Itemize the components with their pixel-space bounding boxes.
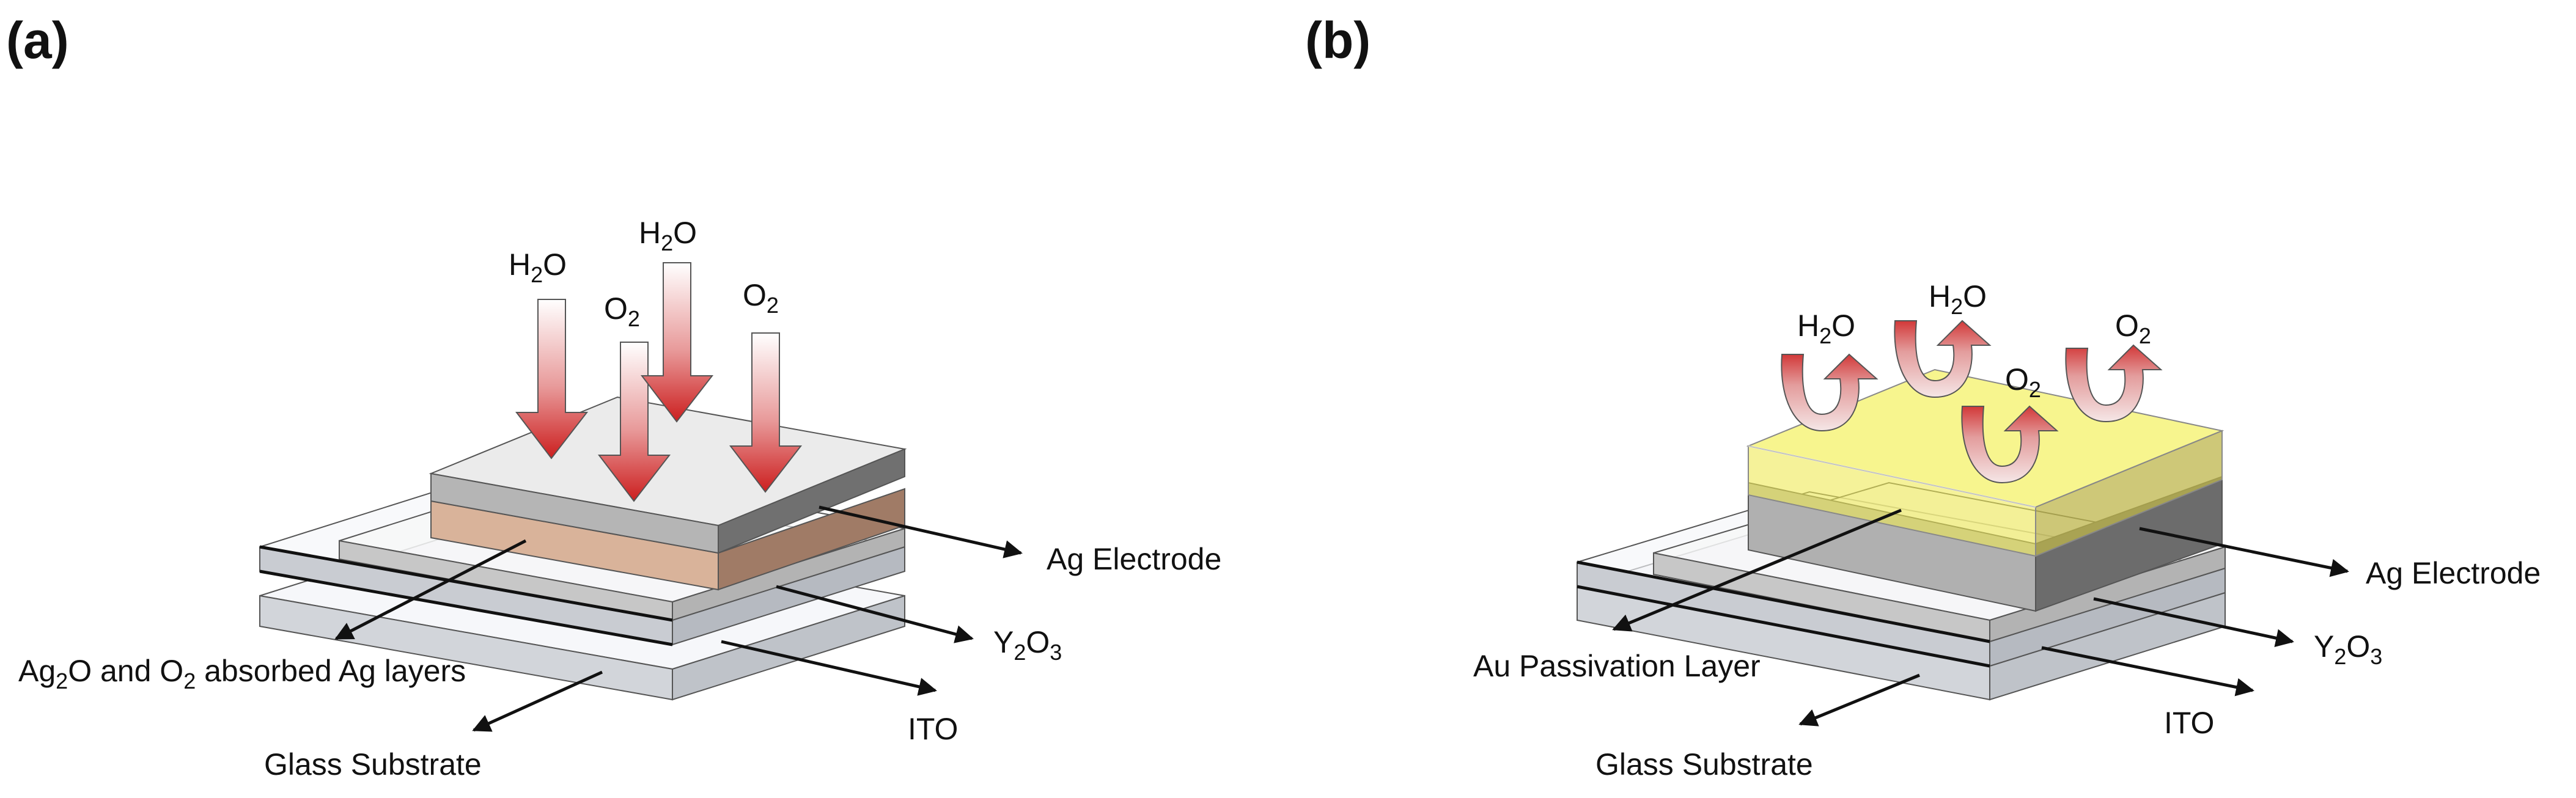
panel-b: (b) [1305,12,2541,782]
arrow-down-3 [640,262,714,423]
arrow-down-1 [515,299,589,459]
panel-a: (a) [6,12,1221,782]
gas-label-h2o-4: H2O [1929,279,1987,319]
curl-arrow-3 [1961,405,2059,484]
label-y2o3-a: Y2O3 [993,625,1062,665]
arrow-down-4 [729,332,803,493]
label-ito-b: ITO [2164,706,2214,740]
label-ito-a: ITO [908,712,958,746]
label-y2o3-b: Y2O3 [2314,629,2382,669]
incoming-gas-arrows [515,262,803,502]
repelled-gas-arrows [1781,320,2163,484]
gas-label-o2-2: O2 [743,278,779,318]
curl-arrow-4 [2065,344,2163,423]
label-glass-substrate-b: Glass Substrate [1595,747,1813,782]
arrow-down-2 [597,342,671,502]
gas-label-o2-1: O2 [604,291,640,331]
curl-arrow-1 [1781,353,1879,432]
curl-arrow-2 [1894,320,1992,398]
label-absorbed-layers: Ag2O and O2 absorbed Ag layers [18,654,466,694]
label-ag-electrode-b: Ag Electrode [2366,556,2541,590]
label-glass-substrate-a: Glass Substrate [264,747,482,782]
gas-label-h2o-2: H2O [639,216,697,255]
gas-label-h2o-1: H2O [509,247,567,287]
label-ag-electrode-a: Ag Electrode [1047,542,1221,576]
label-passivation: Au Passivation Layer [1473,649,1761,683]
panel-b-label: (b) [1305,12,1371,69]
gas-label-o2-3: O2 [2005,362,2041,402]
leader-lines-a [334,505,1023,732]
gas-label-h2o-3: H2O [1797,309,1855,348]
ag-absorbed-layer [430,488,905,591]
au-passivation-layer [1746,368,2225,557]
gas-label-o2-4: O2 [2115,309,2151,348]
panel-a-label: (a) [6,12,69,69]
leader-lines-b [1612,508,2349,727]
